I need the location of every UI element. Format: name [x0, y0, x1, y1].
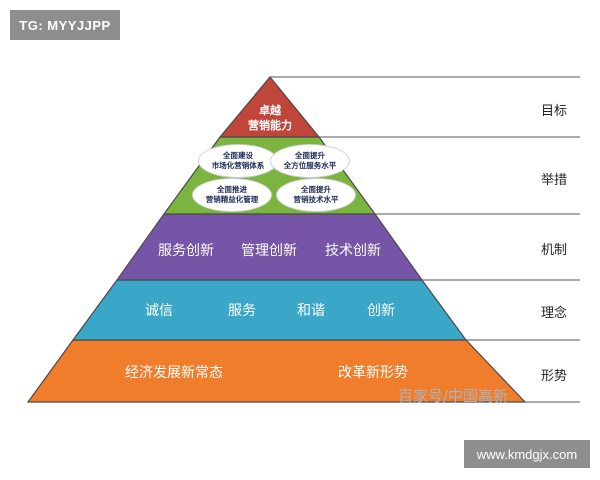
top-line2: 营销能力: [248, 119, 292, 132]
situation-item: 改革新形势: [338, 365, 408, 381]
site-label: www.kmdgjx.com: [464, 440, 590, 468]
concept-item: 服务: [228, 303, 256, 319]
label-mechanism: 机制: [540, 243, 567, 258]
measure-item: 全面推进营销精益化管理: [192, 178, 272, 212]
top-level-text: 卓越 营销能力: [240, 103, 300, 133]
watermark-text: 百家号/中国高新: [398, 387, 509, 405]
layer-concept: [71, 279, 468, 341]
watermark-tag: TG: MYYJJPP: [10, 10, 120, 40]
measure-item: 全面提升全方位服务水平: [270, 144, 350, 178]
mechanism-item: 服务创新: [158, 243, 214, 259]
mechanism-item: 管理创新: [241, 243, 297, 259]
measure-item: 全面建设市场化营销体系: [198, 144, 278, 178]
top-line1: 卓越: [259, 104, 281, 117]
layer-top: [218, 76, 321, 138]
measure-item: 全面提升营销技术水平: [276, 178, 356, 212]
concept-item: 诚信: [145, 303, 173, 319]
label-measures: 举措: [540, 173, 567, 188]
concept-item: 和谐: [297, 303, 325, 319]
label-concept: 理念: [540, 306, 567, 321]
label-situation: 形势: [540, 369, 567, 384]
mechanism-item: 技术创新: [325, 243, 381, 259]
label-goal: 目标: [540, 104, 567, 119]
situation-item: 经济发展新常态: [125, 365, 223, 381]
concept-item: 创新: [367, 303, 395, 319]
